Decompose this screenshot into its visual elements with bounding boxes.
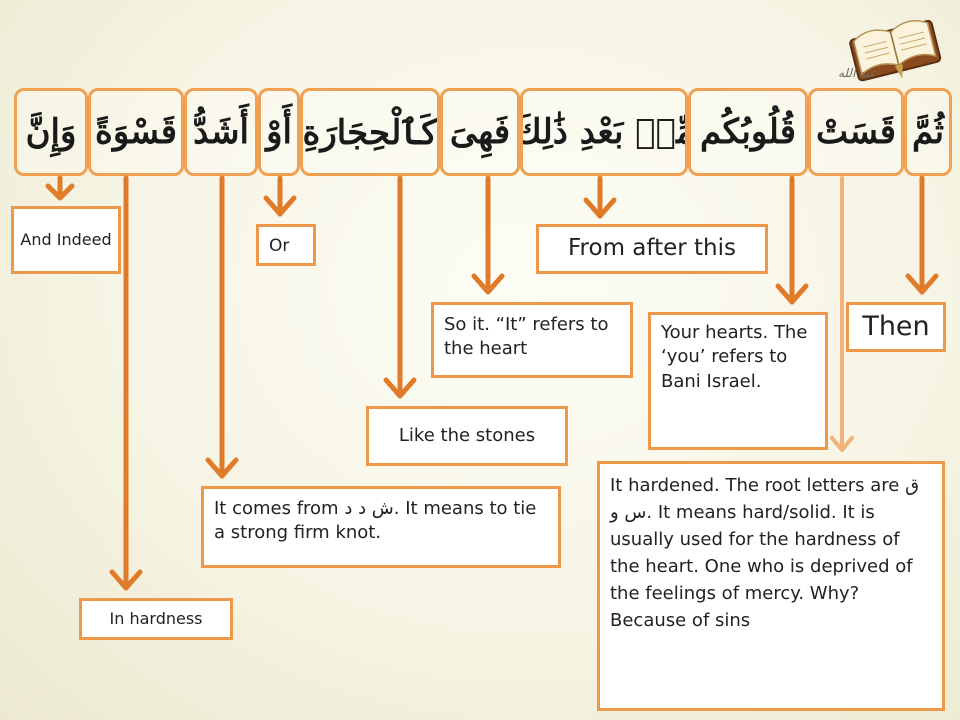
label-ashaddu: It comes from ش د د. It means to tie a s… (201, 486, 561, 568)
label-your-hearts: Your hearts. The ‘you’ refers to Bani Is… (648, 312, 828, 450)
word-qaswatan: قَسْوَةً (88, 88, 184, 176)
word-min-bad-dhalik: مِّنۢ بَعْدِ ذَٰلِكَ (520, 88, 688, 176)
word-qasat: قَسَتْ (808, 88, 904, 176)
word-thumma: ثُمَّ (904, 88, 952, 176)
label-and-indeed: And Indeed (11, 206, 121, 274)
word-fahiya: فَهِىَ (440, 88, 520, 176)
word-qulubukum: قُلُوبُكُم (688, 88, 808, 176)
label-it-hardened: It hardened. The root letters are ق س و.… (597, 461, 945, 711)
label-in-hardness: In hardness (79, 598, 233, 640)
word-kal-hijarah: كَٱلْحِجَارَةِ (300, 88, 440, 176)
label-then: Then (846, 302, 946, 352)
word-ashaddu: أَشَدُّ (184, 88, 258, 176)
label-or: Or (256, 224, 316, 266)
calligraphy-signature: عبد الله (838, 66, 876, 80)
label-from-after-this: From after this (536, 224, 768, 274)
word-wa-inna: وَإِنَّ (14, 88, 88, 176)
label-so-it: So it. “It” refers to the heart (431, 302, 633, 378)
label-like-the-stones: Like the stones (366, 406, 568, 466)
word-aw: أَوْ (258, 88, 300, 176)
